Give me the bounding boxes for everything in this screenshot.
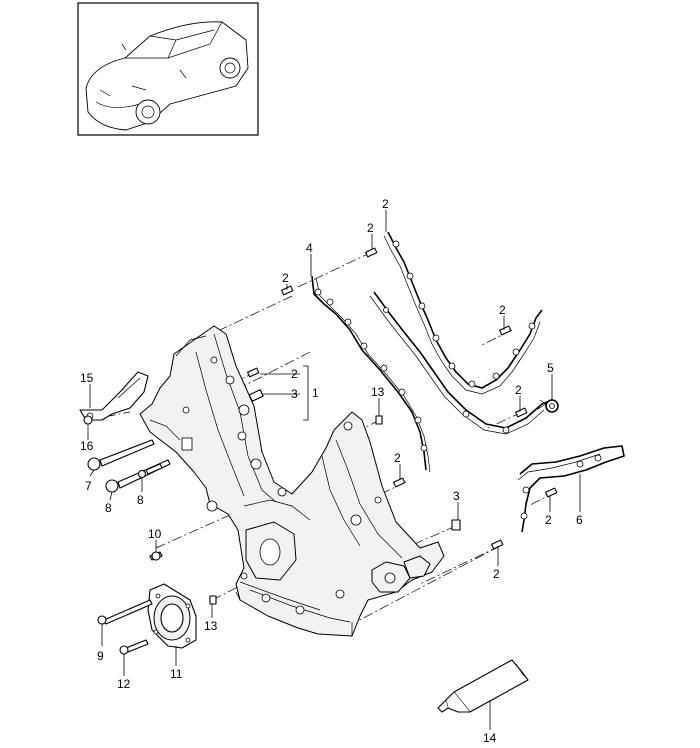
callout-3: 3 (291, 387, 298, 401)
dowel-pin (365, 247, 378, 258)
callout-2: 2 (545, 513, 552, 527)
bolt-10 (149, 551, 163, 561)
callout-7: 6 (576, 513, 583, 527)
callout-3: 3 (453, 489, 460, 503)
small-parts (209, 247, 559, 605)
dowel-pin (393, 477, 406, 488)
timing-case-cover (139, 325, 445, 637)
bolt-16 (83, 415, 93, 432)
callout-2: 2 (493, 567, 500, 581)
callout-11: 11 (170, 667, 183, 681)
callout-5: 2 (382, 197, 389, 211)
callout-2: 2 (499, 303, 506, 317)
bolt-9-upper (137, 463, 163, 479)
callout-2: 2 (367, 221, 374, 235)
dowel-pin (499, 325, 512, 336)
callout-2: 2 (394, 451, 401, 465)
callout-2: 2 (282, 271, 289, 285)
gasket-5 (383, 231, 543, 395)
sealant-tube-14 (437, 659, 529, 713)
callout-9: 8 (137, 493, 144, 507)
callout-15: 15 (80, 371, 94, 385)
callout-12: 12 (117, 677, 131, 691)
gasket-7 (517, 445, 625, 533)
vehicle-thumbnail (77, 2, 259, 136)
callout-labels: 2 2 4 2 2 1 3 13 2 2 5 2 3 2 6 2 15 16 7… (80, 197, 583, 745)
dowel-pin (515, 407, 528, 418)
callout-8: 7 (85, 479, 92, 493)
callout-13: 13 (371, 385, 385, 399)
callout-14: 14 (483, 731, 497, 745)
callout-13: 13 (204, 619, 218, 633)
callout-4: 4 (306, 241, 313, 255)
dowel-pin (491, 539, 504, 550)
bolt-12 (119, 639, 149, 655)
callout-2: 2 (291, 367, 298, 381)
callout-16: 16 (80, 439, 94, 453)
callout-2: 2 (515, 383, 522, 397)
leader-lines (87, 210, 581, 730)
dowel-pin (281, 285, 294, 296)
gasket-strip (369, 291, 553, 435)
sleeve (248, 389, 264, 402)
callout-8: 8 (105, 501, 112, 515)
shaft-seal-flange-11 (147, 583, 197, 649)
dowel-pin (247, 367, 260, 378)
bolt-8-upper (87, 439, 155, 471)
bolt-9-lower (97, 599, 153, 625)
gasket-4 (311, 275, 431, 473)
sleeve (451, 519, 461, 531)
car-illustration (85, 21, 249, 131)
callout-9: 9 (97, 649, 104, 663)
dowel-pin (545, 487, 558, 498)
callout-10: 10 (148, 527, 162, 541)
callout-1: 1 (312, 386, 319, 400)
callout-6: 5 (547, 361, 554, 375)
